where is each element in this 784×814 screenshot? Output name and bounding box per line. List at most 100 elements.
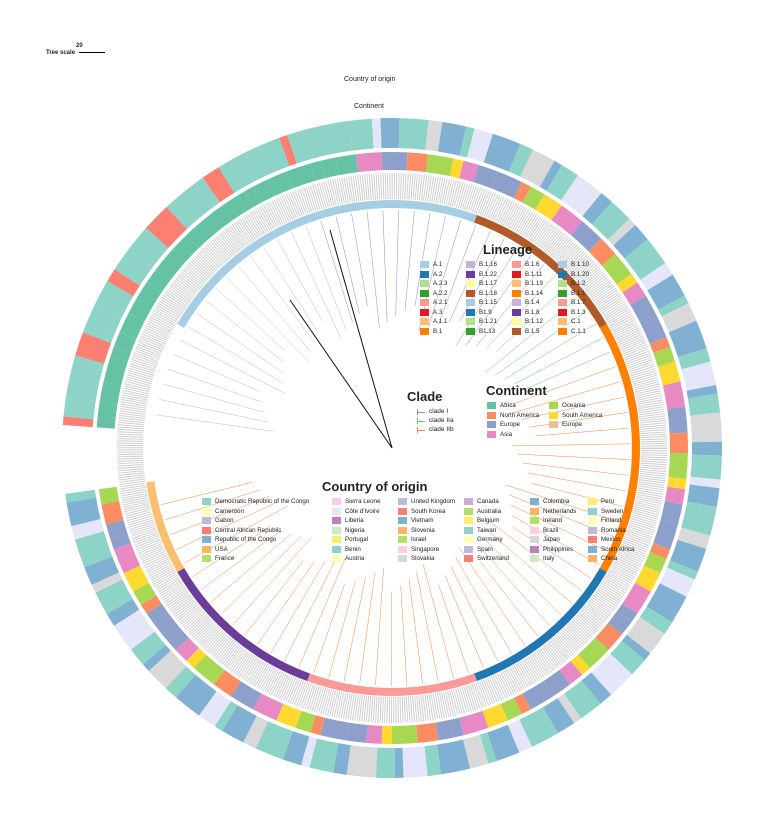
country-ring-segment — [661, 303, 697, 333]
lineage-legend-label: B.1.1 — [571, 289, 586, 297]
country-legend-item: Germany — [464, 535, 530, 545]
country-legend-swatch — [398, 536, 407, 544]
lineage-legend-label: A.2.2 — [433, 289, 448, 297]
country-legend-label: Brazil — [543, 526, 559, 534]
lineage-ring-segment — [474, 214, 607, 328]
country-ring-segment — [165, 666, 196, 698]
continent-ring-segment — [491, 171, 522, 199]
lineage-legend-item: A.2 — [420, 270, 466, 280]
country-ring-segment — [670, 539, 707, 572]
lineage-ring-segment — [474, 568, 607, 682]
country-legend-item: Sweden — [588, 507, 636, 517]
lineage-legend-label: B.1.12 — [525, 318, 543, 325]
continent-ring-segment — [345, 722, 368, 743]
tree-branch — [504, 366, 616, 408]
country-ring-segment — [63, 397, 96, 420]
tree-branch — [416, 571, 439, 682]
continent-ring-segment — [668, 417, 688, 434]
country-ring-segment — [106, 598, 140, 626]
country-ring-segment — [557, 693, 582, 724]
tree-branch — [459, 238, 505, 322]
country-legend-swatch — [398, 498, 407, 506]
country-legend-label: Colombia — [543, 498, 570, 505]
lineage-legend-item: B.1.2 — [558, 279, 604, 289]
lineage-legend-label: B.1.10 — [571, 261, 589, 268]
country-legend-item: Sierra Leone — [332, 497, 398, 507]
country-ring-segment — [243, 715, 269, 749]
country-ring-segment — [546, 165, 578, 201]
continent-legend-label: Europe — [500, 421, 520, 428]
lineage-legend-swatch — [420, 270, 429, 278]
tree-branch — [183, 505, 288, 564]
tree-branch — [277, 239, 323, 322]
continent-legend-swatch — [549, 402, 558, 410]
country-legend-item: Belgium — [464, 516, 530, 526]
country-legend-label: Italy — [543, 555, 555, 562]
country-legend-label: France — [215, 555, 235, 562]
continent-ring-segment — [616, 274, 638, 293]
root-branch — [289, 299, 393, 449]
country-legend-item: Brazil — [530, 526, 588, 536]
tree-branch — [523, 351, 610, 391]
continent-ring-segment — [244, 688, 262, 710]
country-legend-item: South Korea — [398, 507, 464, 517]
country-legend-item: Romania — [588, 526, 636, 536]
lineage-ring-segment — [307, 673, 477, 696]
continent-legend-item: North America — [487, 411, 549, 421]
tree-branch — [414, 213, 431, 306]
country-ring-segment — [255, 721, 293, 760]
country-ring-segment — [380, 118, 400, 149]
continent-ring-segment — [193, 654, 225, 685]
lineage-legend-label: B.1.14 — [525, 289, 543, 297]
country-legend-label: Vietnam — [411, 517, 434, 524]
lineage-legend-swatch — [420, 299, 429, 307]
continent-ring-segment — [551, 205, 583, 236]
country-legend-item: Austria — [332, 554, 398, 564]
tree-branch — [226, 276, 309, 362]
continent-legend-swatch — [487, 411, 496, 419]
continent-ring-segment — [578, 637, 609, 668]
tree-branches — [156, 210, 630, 686]
tree-branch — [320, 220, 353, 323]
lineage-legend-swatch — [512, 289, 521, 297]
continent-ring-segment — [98, 486, 120, 505]
country-legend-item: Slovenia — [398, 526, 464, 536]
continent-ring-segment — [186, 228, 206, 249]
continent-ring-segment — [435, 719, 454, 741]
tree-branch — [305, 226, 347, 331]
country-ring-segment — [175, 674, 217, 716]
continent-ring-segment — [578, 228, 602, 252]
continent-ring-segment — [425, 154, 454, 177]
lineage-legend-label: B1.9 — [479, 308, 492, 316]
continent-ring-segment — [668, 452, 688, 479]
tree-branch — [250, 256, 314, 342]
country-ring-segment — [459, 126, 475, 158]
tree-branch — [523, 462, 629, 476]
country-ring-segment — [591, 201, 630, 240]
country-legend-item: Portugal — [332, 535, 398, 545]
lineage-legend-item: A.1.1 — [420, 317, 466, 327]
tree-branch — [494, 310, 587, 376]
tree-branch — [455, 556, 512, 654]
lineage-legend-swatch — [512, 308, 521, 316]
country-legend-item: Finland — [588, 516, 636, 526]
country-legend-swatch — [464, 545, 473, 553]
country-ring-segment — [681, 501, 717, 536]
tree-branch — [404, 211, 415, 311]
lineage-ring-segment — [599, 324, 640, 572]
lineage-legend-item: B1.9 — [466, 308, 512, 318]
tree-branch — [485, 540, 562, 616]
tree-branch — [298, 558, 346, 668]
country-ring-segment — [66, 497, 101, 527]
country-legend-swatch — [588, 536, 597, 544]
country-legend-swatch — [202, 526, 211, 534]
country-ring-segment — [626, 617, 665, 654]
lineage-legend-swatch — [512, 270, 521, 278]
continent-ring-segment — [222, 191, 253, 221]
continent-ring-segment — [128, 291, 157, 322]
continent-ring-segment — [473, 164, 499, 189]
country-ring-segment — [71, 355, 105, 376]
country-ring-segment — [581, 672, 612, 704]
continent-legend-swatch — [487, 421, 496, 429]
continent-ring-segment — [513, 181, 531, 203]
